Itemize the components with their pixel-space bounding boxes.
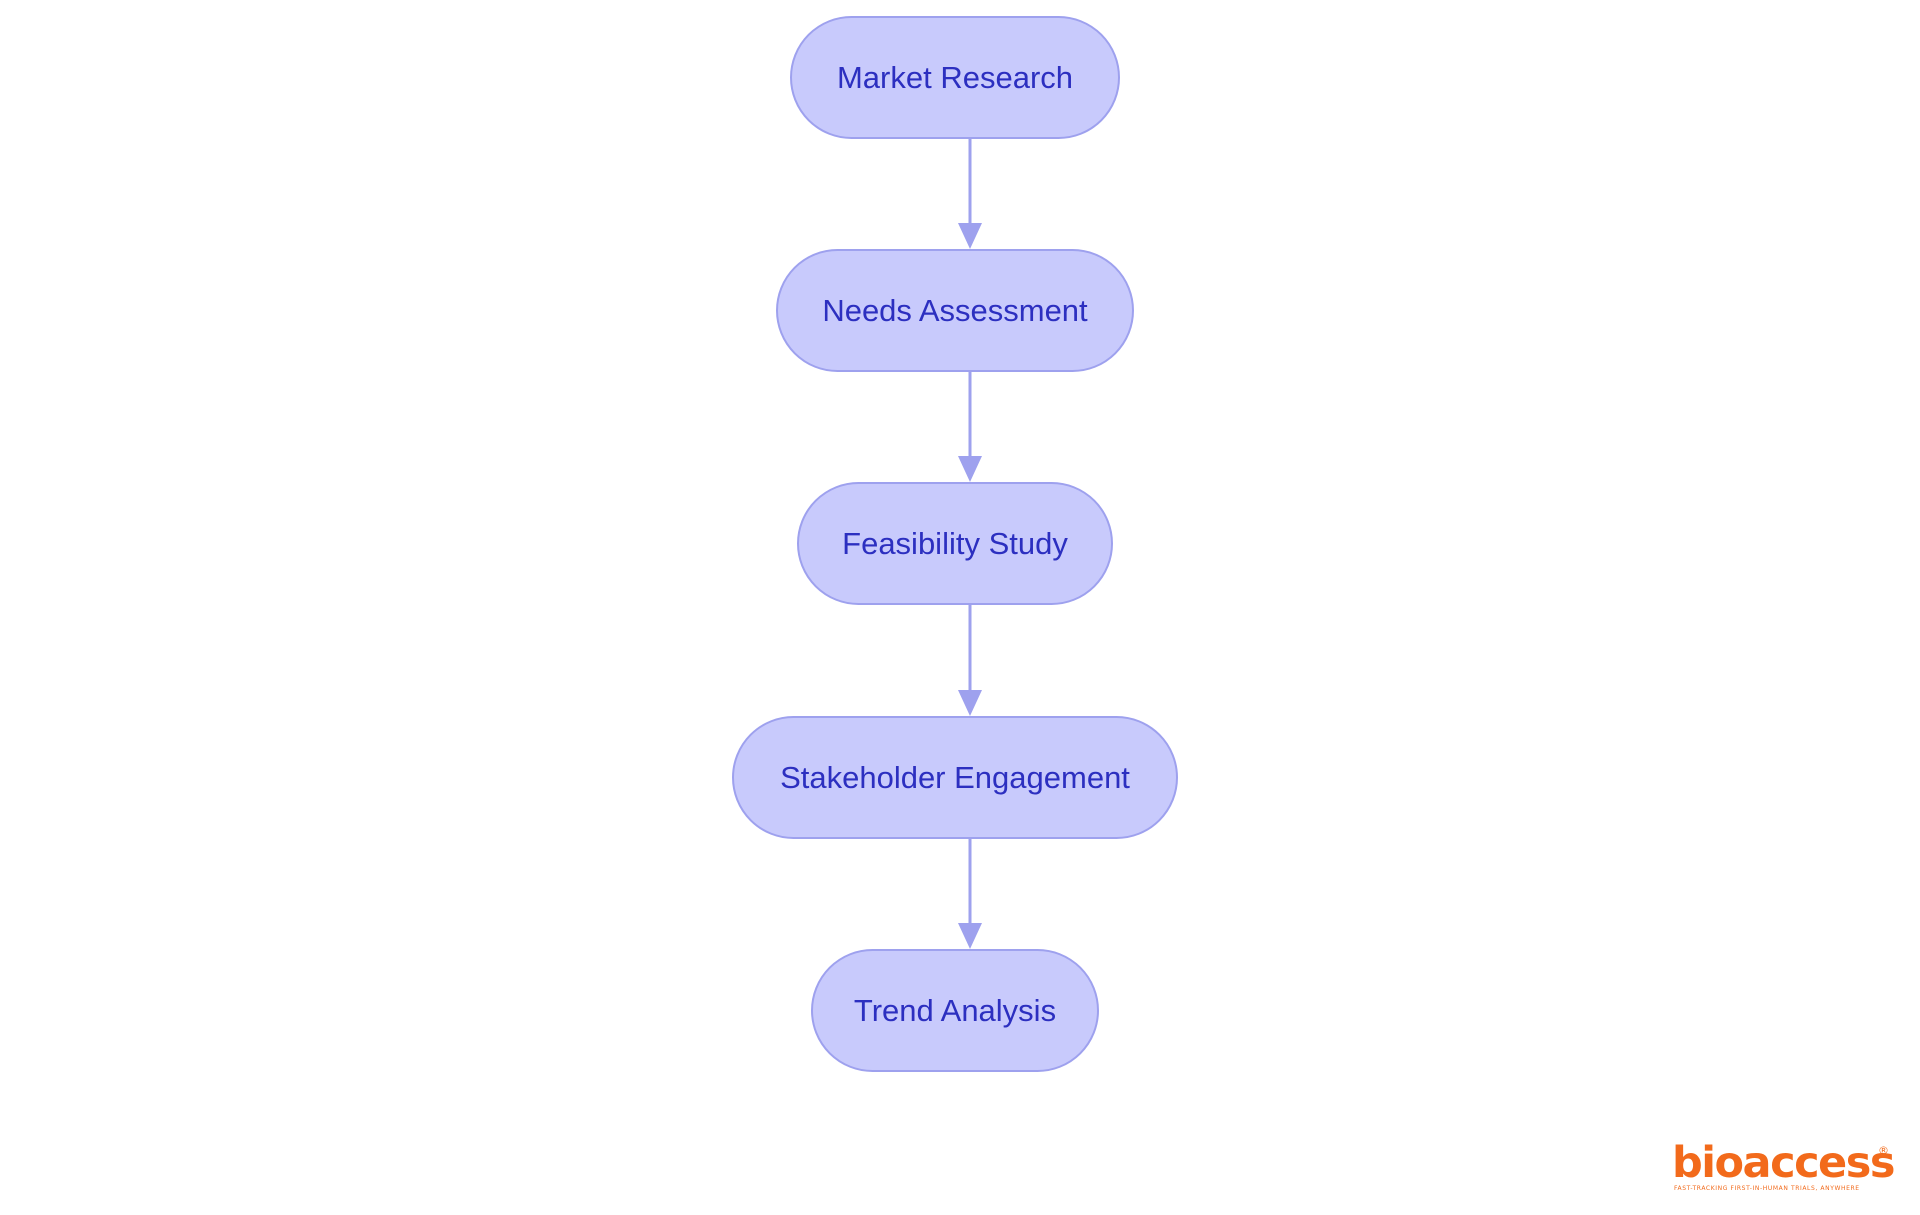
logo-tagline: FAST-TRACKING FIRST-IN-HUMAN TRIALS, ANY…	[1674, 1185, 1860, 1192]
edge-market-research-to-needs-assessment	[958, 139, 982, 249]
logo-wordmark: bioaccess	[1672, 1138, 1895, 1188]
node-feasibility-study: Feasibility Study	[797, 482, 1113, 605]
edge-stakeholder-engagement-to-trend-analysis	[958, 839, 982, 949]
node-label: Needs Assessment	[822, 292, 1088, 328]
registered-trademark-icon: ®	[1878, 1144, 1889, 1157]
node-label: Market Research	[836, 59, 1074, 95]
edge-needs-assessment-to-feasibility-study	[958, 372, 982, 482]
edge-feasibility-study-to-stakeholder-engagement	[958, 605, 982, 716]
node-label: Trend Analysis	[853, 992, 1057, 1028]
node-trend-analysis: Trend Analysis	[811, 949, 1099, 1072]
node-market-research: Market Research	[790, 16, 1120, 139]
node-label: Stakeholder Engagement	[780, 759, 1130, 795]
node-label: Feasibility Study	[842, 525, 1068, 561]
bioaccess-logo: bioaccess ® FAST-TRACKING FIRST-IN-HUMAN…	[1672, 1140, 1895, 1196]
node-needs-assessment: Needs Assessment	[776, 249, 1134, 372]
node-stakeholder-engagement: Stakeholder Engagement	[732, 716, 1178, 839]
